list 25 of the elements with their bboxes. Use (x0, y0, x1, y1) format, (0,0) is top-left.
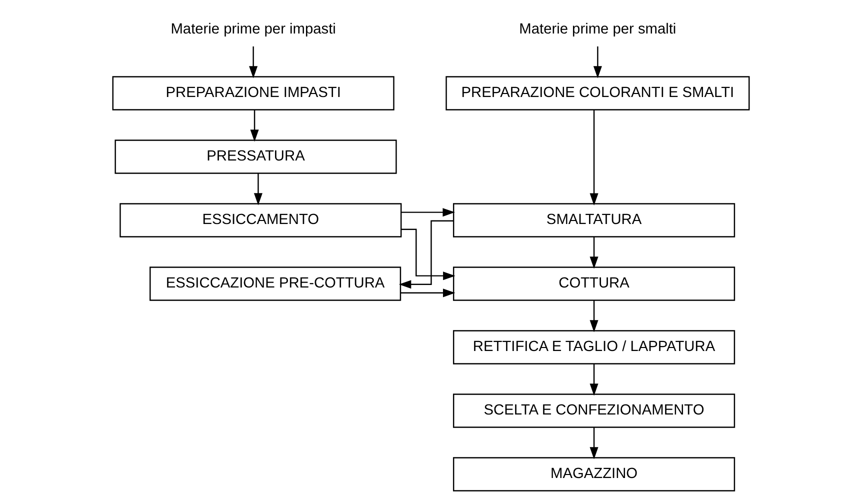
node-box: PREPARAZIONE IMPASTI (112, 76, 394, 110)
arrow (590, 364, 598, 396)
arrow (590, 236, 598, 269)
arrow (402, 208, 455, 217)
node-box: PREPARAZIONE COLORANTI E SMALTI (446, 76, 750, 110)
node-box: SMALTATURA (452, 203, 736, 238)
arrow (590, 300, 598, 332)
arrow (398, 220, 454, 289)
node-text: Materie prime per impasti (170, 22, 336, 38)
arrow (593, 46, 602, 78)
arrow (401, 228, 456, 280)
node-box: SCELTA E CONFEZIONAMENTO (452, 394, 736, 428)
arrow (400, 288, 456, 298)
arrow (250, 110, 259, 142)
node-box: ESSICCAZIONE PRE-COTTURA (150, 266, 402, 301)
node-box: MAGAZZINO (452, 457, 736, 492)
node-text: Materie prime per smalti (519, 22, 676, 38)
node-box: RETTIFICA E TAGLIO / LAPPATURA (452, 330, 736, 364)
node-box: ESSICCAMENTO (120, 203, 402, 238)
arrow (590, 110, 598, 206)
arrow (590, 427, 598, 460)
node-box: COTTURA (452, 266, 736, 301)
arrow (254, 173, 262, 206)
node-box: PRESSATURA (114, 140, 397, 174)
arrow (249, 46, 258, 78)
